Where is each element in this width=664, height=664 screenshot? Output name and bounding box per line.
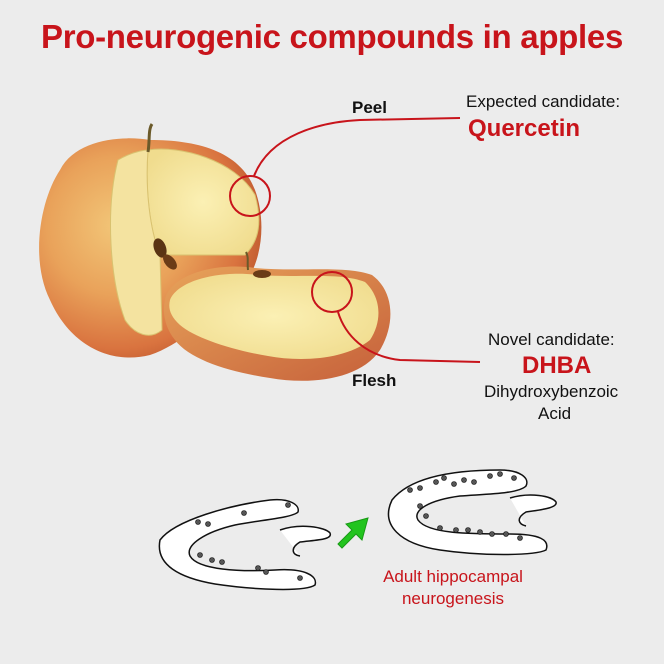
- apple-seed: [163, 254, 177, 270]
- flesh-label: Flesh: [352, 371, 397, 390]
- hippocampus-before: [158, 498, 331, 591]
- neuron-dot: [417, 503, 423, 509]
- peel-highlight-circle: [229, 175, 271, 217]
- neuron-dot: [511, 475, 517, 481]
- slice-flesh: [169, 273, 379, 359]
- outcome-label-line1: Adult hippocampal: [383, 567, 523, 586]
- page-title: Pro-neurogenic compounds in apples: [40, 18, 624, 55]
- hippocampus-after: [387, 469, 557, 556]
- neuron-dot: [417, 485, 423, 491]
- novel-compound-name: DHBA: [522, 352, 592, 379]
- neuron-dot: [197, 552, 203, 558]
- neuron-dot: [489, 531, 495, 537]
- green-arrow-icon: [337, 517, 369, 549]
- neuron-dots-before: [195, 502, 303, 581]
- peel-leader-line: [253, 117, 461, 177]
- apple-stem: [146, 123, 154, 153]
- flesh-leader-line: [337, 311, 481, 363]
- neuron-dot: [477, 529, 483, 535]
- novel-candidate-heading: Novel candidate:: [488, 330, 615, 349]
- neuron-dot: [241, 510, 247, 516]
- ca-region-shape: [279, 525, 331, 557]
- apple-cut-face: [146, 148, 260, 256]
- neuron-dot: [195, 519, 201, 525]
- novel-compound-full-name-line2: Acid: [538, 404, 572, 423]
- neuron-dot: [497, 471, 503, 477]
- neuron-dot: [423, 513, 429, 519]
- outcome-label-line2: neurogenesis: [401, 589, 505, 608]
- neuron-dot: [471, 479, 477, 485]
- flesh-highlight-circle: [311, 271, 353, 313]
- apple-slice-illustration: [163, 251, 391, 381]
- neuron-dot: [503, 531, 509, 537]
- flesh-callout: [311, 271, 481, 363]
- neuron-dot: [487, 473, 493, 479]
- slice-stem: [245, 251, 249, 271]
- neuron-dot: [407, 487, 413, 493]
- neuron-dot: [453, 527, 459, 533]
- neuron-dot: [451, 481, 457, 487]
- expected-candidate-heading: Expected candidate:: [466, 92, 621, 111]
- neuron-dot: [441, 475, 447, 481]
- neuron-dot: [255, 565, 261, 571]
- peel-label: Peel: [352, 98, 387, 117]
- neuron-dot: [517, 535, 523, 541]
- neuron-dot: [209, 557, 215, 563]
- dentate-gyrus-shape: [387, 469, 548, 556]
- neuron-dot: [297, 575, 303, 581]
- neuron-dot: [433, 479, 439, 485]
- neuron-dot: [437, 525, 443, 531]
- neuron-dots-after: [407, 471, 523, 541]
- neuron-dot: [219, 559, 225, 565]
- peel-callout: [229, 117, 461, 217]
- neuron-dot: [263, 569, 269, 575]
- expected-compound-name: Quercetin: [468, 115, 581, 142]
- neuron-dot: [285, 502, 291, 508]
- apple-seed: [153, 238, 167, 258]
- neuron-dot: [465, 527, 471, 533]
- neuron-dot: [461, 477, 467, 483]
- novel-compound-full-name-line1: Dihydroxybenzoic: [484, 382, 619, 401]
- increase-arrow: [337, 517, 369, 549]
- neuron-dot: [205, 521, 211, 527]
- ca-region-shape: [509, 494, 557, 527]
- slice-seed: [253, 270, 271, 278]
